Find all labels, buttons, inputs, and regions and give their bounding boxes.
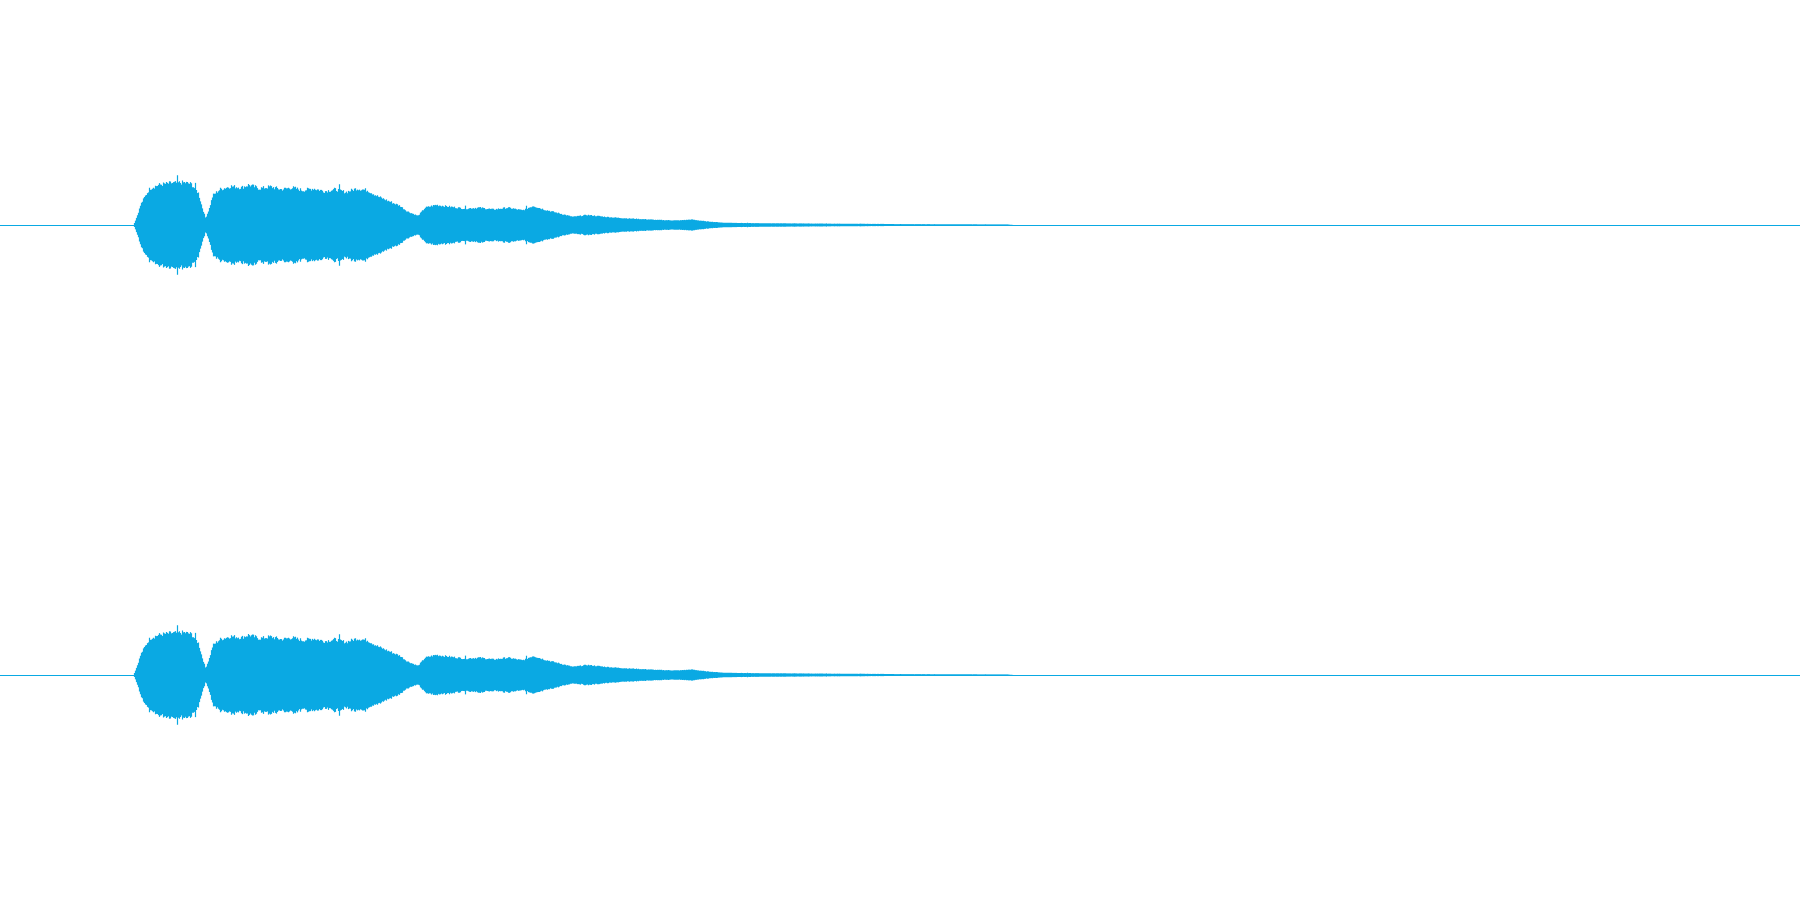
waveform-channel-1-svg: [0, 175, 1800, 275]
waveform-trace-2: [133, 625, 1014, 725]
waveform-trace-1: [133, 175, 1014, 275]
waveform-channel-2-svg: [0, 625, 1800, 725]
waveform-channel-1: [0, 175, 1800, 275]
waveform-channel-2: [0, 450, 1800, 900]
